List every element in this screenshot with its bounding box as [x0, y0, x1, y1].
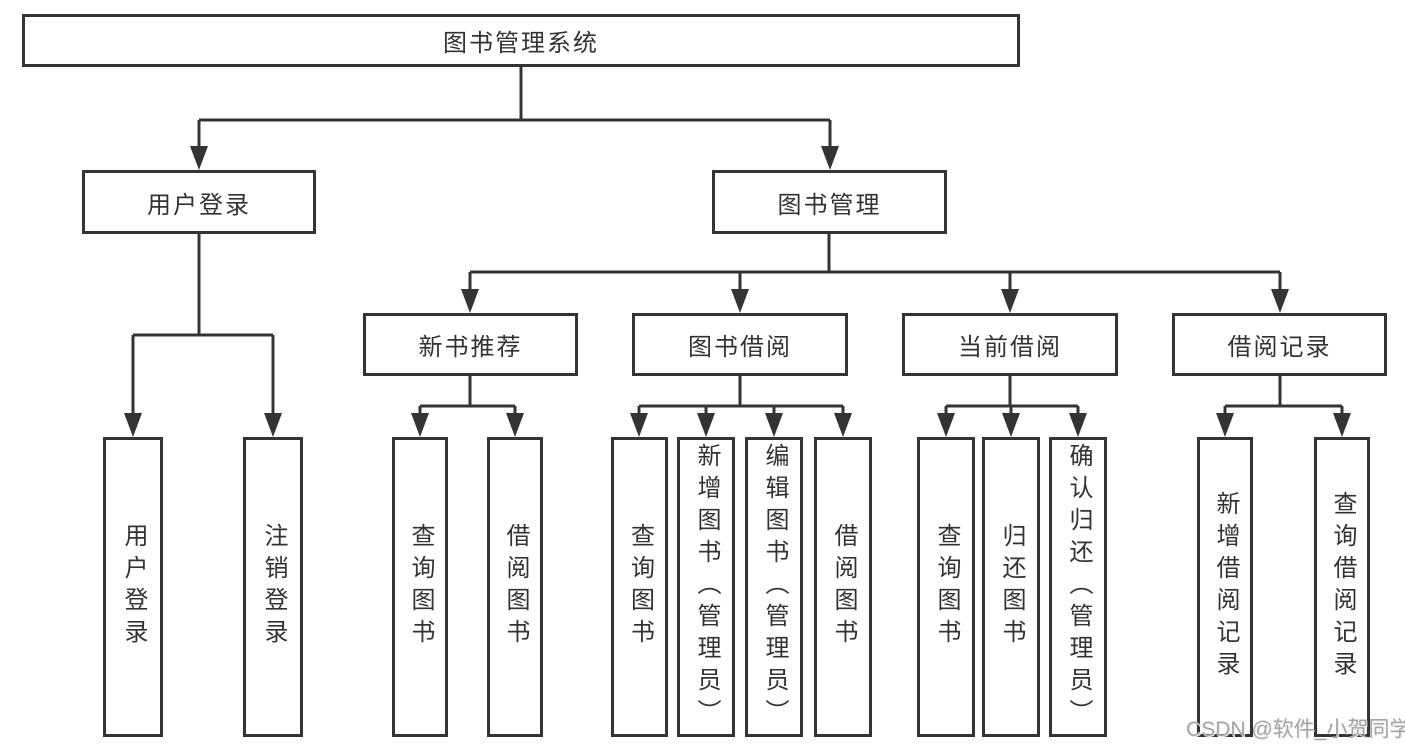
leaf-bb-edit-book-admin-label: 编辑图书（管理员） [761, 443, 788, 731]
leaf-nb-query-books-label: 查询图书 [407, 523, 434, 651]
leaf-br-query-record: 查询借阅记录 [1314, 437, 1370, 737]
leaf-nb-query-books: 查询图书 [392, 437, 448, 737]
node-root-label: 图书管理系统 [443, 30, 599, 57]
leaf-user-login-label: 用户登录 [120, 523, 147, 651]
node-current-borrow-label: 当前借阅 [958, 334, 1062, 361]
leaf-cb-return-books: 归还图书 [982, 437, 1040, 737]
leaf-logout: 注销登录 [243, 437, 303, 737]
arrowhead-icons [124, 146, 1351, 437]
leaf-bb-borrow-books-label: 借阅图书 [830, 523, 857, 651]
node-borrow-records-label: 借阅记录 [1227, 334, 1332, 361]
leaf-bb-query-books-label: 查询图书 [626, 523, 654, 651]
leaf-bb-add-book-admin: 新增图书（管理员） [677, 437, 735, 737]
node-book-borrow-label: 图书借阅 [688, 334, 792, 361]
leaf-bb-add-book-admin-label: 新增图书（管理员） [693, 443, 720, 731]
node-book-borrow: 图书借阅 [632, 313, 848, 376]
node-user-login-label: 用户登录 [147, 191, 251, 219]
leaf-cb-confirm-return-admin: 确认归还（管理员） [1049, 437, 1107, 737]
node-borrow-records: 借阅记录 [1172, 313, 1387, 376]
leaf-cb-query-books-label: 查询图书 [933, 523, 960, 651]
leaf-logout-label: 注销登录 [260, 523, 287, 651]
node-user-login: 用户登录 [82, 170, 316, 234]
node-root: 图书管理系统 [22, 14, 1020, 67]
leaf-cb-confirm-return-admin-label: 确认归还（管理员） [1065, 443, 1092, 731]
leaf-cb-return-books-label: 归还图书 [998, 523, 1025, 651]
leaf-user-login: 用户登录 [103, 437, 163, 737]
leaf-br-add-record: 新增借阅记录 [1197, 437, 1253, 737]
leaf-br-query-record-label: 查询借阅记录 [1329, 491, 1356, 683]
leaf-bb-edit-book-admin: 编辑图书（管理员） [745, 437, 803, 737]
leaf-bb-borrow-books: 借阅图书 [814, 437, 872, 737]
node-new-book-recommend: 新书推荐 [363, 313, 578, 376]
leaf-nb-borrow-books-label: 借阅图书 [502, 523, 529, 651]
leaf-bb-query-books: 查询图书 [611, 437, 668, 737]
node-book-management: 图书管理 [712, 170, 947, 234]
leaf-cb-query-books: 查询图书 [917, 437, 975, 737]
node-book-management-label: 图书管理 [777, 191, 882, 219]
csdn-watermark: CSDN @软件_小贺同学 [1186, 718, 1405, 741]
node-current-borrow: 当前借阅 [902, 313, 1118, 376]
leaf-nb-borrow-books: 借阅图书 [487, 437, 543, 737]
node-new-book-recommend-label: 新书推荐 [418, 334, 523, 361]
leaf-br-add-record-label: 新增借阅记录 [1212, 491, 1239, 683]
